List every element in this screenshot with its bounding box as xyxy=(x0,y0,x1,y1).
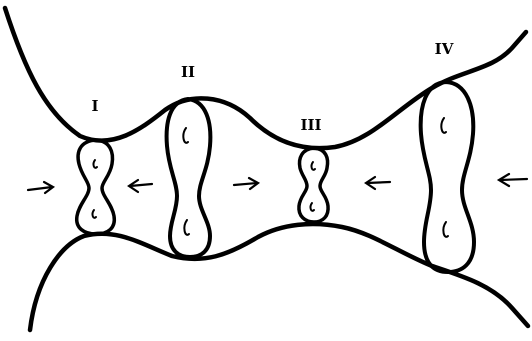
cell-iv-outline xyxy=(421,82,474,272)
label-cell-iv: IV xyxy=(435,40,454,58)
arrow-left-1 xyxy=(129,180,152,192)
arrow-left-3 xyxy=(499,174,527,186)
cell-i-lower-mark xyxy=(93,210,96,218)
label-cell-iii: III xyxy=(300,116,321,134)
arrow-left-2 xyxy=(366,177,390,189)
cell-iii-lower-mark xyxy=(311,203,314,211)
label-cell-ii: II xyxy=(181,63,195,81)
label-cell-i: I xyxy=(91,97,98,115)
cell-iv-lower-mark xyxy=(443,222,448,237)
cell-ii-upper-mark xyxy=(183,128,188,143)
arrow-right-1 xyxy=(28,182,53,193)
arrow-right-2 xyxy=(234,178,258,189)
cell-i-outline xyxy=(77,140,115,234)
cell-ii-lower-mark xyxy=(184,220,189,235)
cell-iii-upper-mark xyxy=(312,162,315,170)
cell-i-upper-mark xyxy=(94,160,97,168)
lower-boundary-curve xyxy=(30,224,528,330)
upper-boundary-curve xyxy=(5,8,526,148)
cell-iv-upper-mark xyxy=(441,118,446,133)
